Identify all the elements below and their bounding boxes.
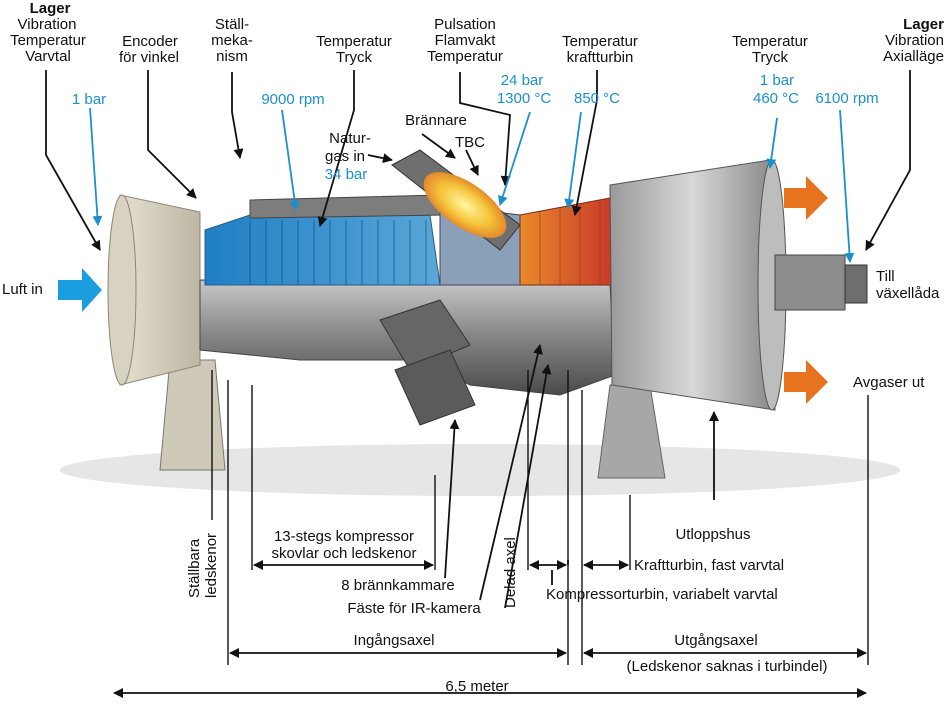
lager-right-line1: Vibration <box>885 32 944 49</box>
support-stands <box>159 359 666 479</box>
stallbara-line2: ledskenor <box>203 532 220 598</box>
lager-left-title: Lager <box>29 0 71 17</box>
value-24bar: 24 bar <box>500 72 544 89</box>
lager-right-title: Lager <box>903 16 944 33</box>
value-1300c: 1300 °C <box>496 90 552 107</box>
stallbara-line1: Ställbara <box>186 538 203 598</box>
output-shaft-housing <box>774 254 846 311</box>
value-34bar: 34 bar <box>324 166 368 183</box>
label-ledskenor-saknas: (Ledskenor saknas i turbindel) <box>626 658 828 675</box>
compressor-stages <box>249 220 427 285</box>
value-6100rpm: 6100 rpm <box>815 90 879 107</box>
label-faste-ir-kamera: Fäste för IR-kamera <box>347 600 481 617</box>
label-kompressorturbin: Kompressorturbin, variabelt varvtal <box>546 586 778 603</box>
kompressor-line1: 13-stegs kompressor <box>273 528 415 545</box>
till-line2: växellåda <box>876 285 940 302</box>
naturgas-line1: Natur- <box>329 130 371 147</box>
temp-tryck2-line2: Tryck <box>751 49 789 66</box>
lager-left-line1: Vibration <box>17 16 77 33</box>
label-utgangsaxel: Utgångsaxel <box>674 632 758 649</box>
label-brannare: Brännare <box>405 112 467 129</box>
compressor-top-casing <box>249 194 446 219</box>
naturgas-line2: gas in <box>324 148 366 165</box>
value-1bar-exhaust: 1 bar <box>759 72 795 89</box>
stall-line1: Ställ- <box>214 16 250 33</box>
exhaust-housing <box>609 159 776 411</box>
label-ingangsaxel: Ingångsaxel <box>353 632 435 649</box>
puls-line1: Pulsation <box>434 16 496 33</box>
puls-line2: Flamvakt <box>434 32 496 49</box>
lower-combustors <box>379 299 476 426</box>
kompressor-line2: skovlar och ledskenor <box>271 545 417 562</box>
label-avgaser: Avgaser ut <box>853 374 925 391</box>
temp-kraft-line1: Temperatur <box>562 33 638 50</box>
temp-tryck1-line1: Temperatur <box>316 33 392 50</box>
reference-lines <box>211 370 869 665</box>
value-1bar-inlet: 1 bar <box>71 91 107 108</box>
air-in-arrow <box>58 268 102 312</box>
lager-right-line2: Axialläge <box>883 48 944 65</box>
temp-tryck2-line1: Temperatur <box>732 33 808 50</box>
temp-kraft-line2: kraftturbin <box>566 49 634 66</box>
label-utloppshus: Utloppshus <box>675 526 751 543</box>
dimension-arrows <box>113 344 867 698</box>
callout-lines-blue <box>89 107 855 263</box>
label-kraftturbin: Kraftturbin, fast varvtal <box>634 557 785 574</box>
hot-turbine-section <box>519 197 616 286</box>
encoder-line1: Encoder <box>122 33 178 50</box>
exhaust-arrow-lower <box>784 360 828 404</box>
label-delad-axel: Delad axel <box>502 537 519 608</box>
label-luft-in: Luft in <box>2 281 43 298</box>
inlet-flange <box>107 194 137 386</box>
label-brannkammare: 8 brännkammare <box>341 577 455 594</box>
flame <box>423 172 507 238</box>
temp-tryck1-line2: Tryck <box>335 49 373 66</box>
output-shaft <box>844 264 868 304</box>
floor-shadow <box>60 444 900 496</box>
stall-line2: meka- <box>211 32 253 49</box>
encoder-line2: för vinkel <box>118 49 180 66</box>
till-line1: Till <box>876 268 895 285</box>
lager-left-line3: Varvtal <box>25 48 71 65</box>
puls-line3: Temperatur <box>427 48 503 65</box>
callout-lines-black <box>45 70 911 251</box>
compressor-section <box>204 214 441 286</box>
value-850c: 850 °C <box>573 90 621 107</box>
value-9000rpm: 9000 rpm <box>261 91 325 108</box>
value-460c: 460 °C <box>752 90 800 107</box>
exhaust-arrow-upper <box>784 176 828 220</box>
turbine-stages <box>539 200 601 285</box>
stall-line3: nism <box>216 48 248 65</box>
label-tbc: TBC <box>455 134 485 151</box>
label-total-length: 6,5 meter <box>445 678 509 695</box>
lager-left-line2: Temperatur <box>10 32 86 49</box>
